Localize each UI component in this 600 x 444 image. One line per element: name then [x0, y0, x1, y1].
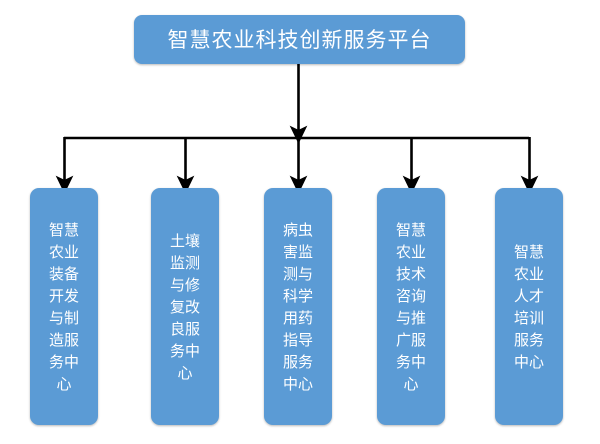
child-node-label: 智慧农业人才培训服务中心	[513, 242, 544, 371]
child-node-soil-monitoring[interactable]: 土壤监测与修复改良服务中心	[151, 188, 219, 425]
child-node-label: 智慧农业装备开发与制造服务中心	[48, 220, 79, 393]
child-node-smart-agri-equipment[interactable]: 智慧农业装备开发与制造服务中心	[30, 188, 98, 425]
root-node-label: 智慧农业科技创新服务平台	[167, 27, 432, 52]
child-node-tech-consulting[interactable]: 智慧农业技术咨询与推广服务中心	[377, 188, 445, 425]
child-node-label: 病虫害监测与科学用药指导服务中心	[282, 220, 313, 393]
child-node-label: 智慧农业技术咨询与推广服务中心	[395, 220, 426, 393]
child-node-label: 土壤监测与修复改良服务中心	[169, 231, 200, 382]
root-node-platform[interactable]: 智慧农业科技创新服务平台	[134, 15, 465, 64]
child-node-talent-training[interactable]: 智慧农业人才培训服务中心	[495, 188, 563, 425]
child-node-pest-monitoring[interactable]: 病虫害监测与科学用药指导服务中心	[264, 188, 332, 425]
